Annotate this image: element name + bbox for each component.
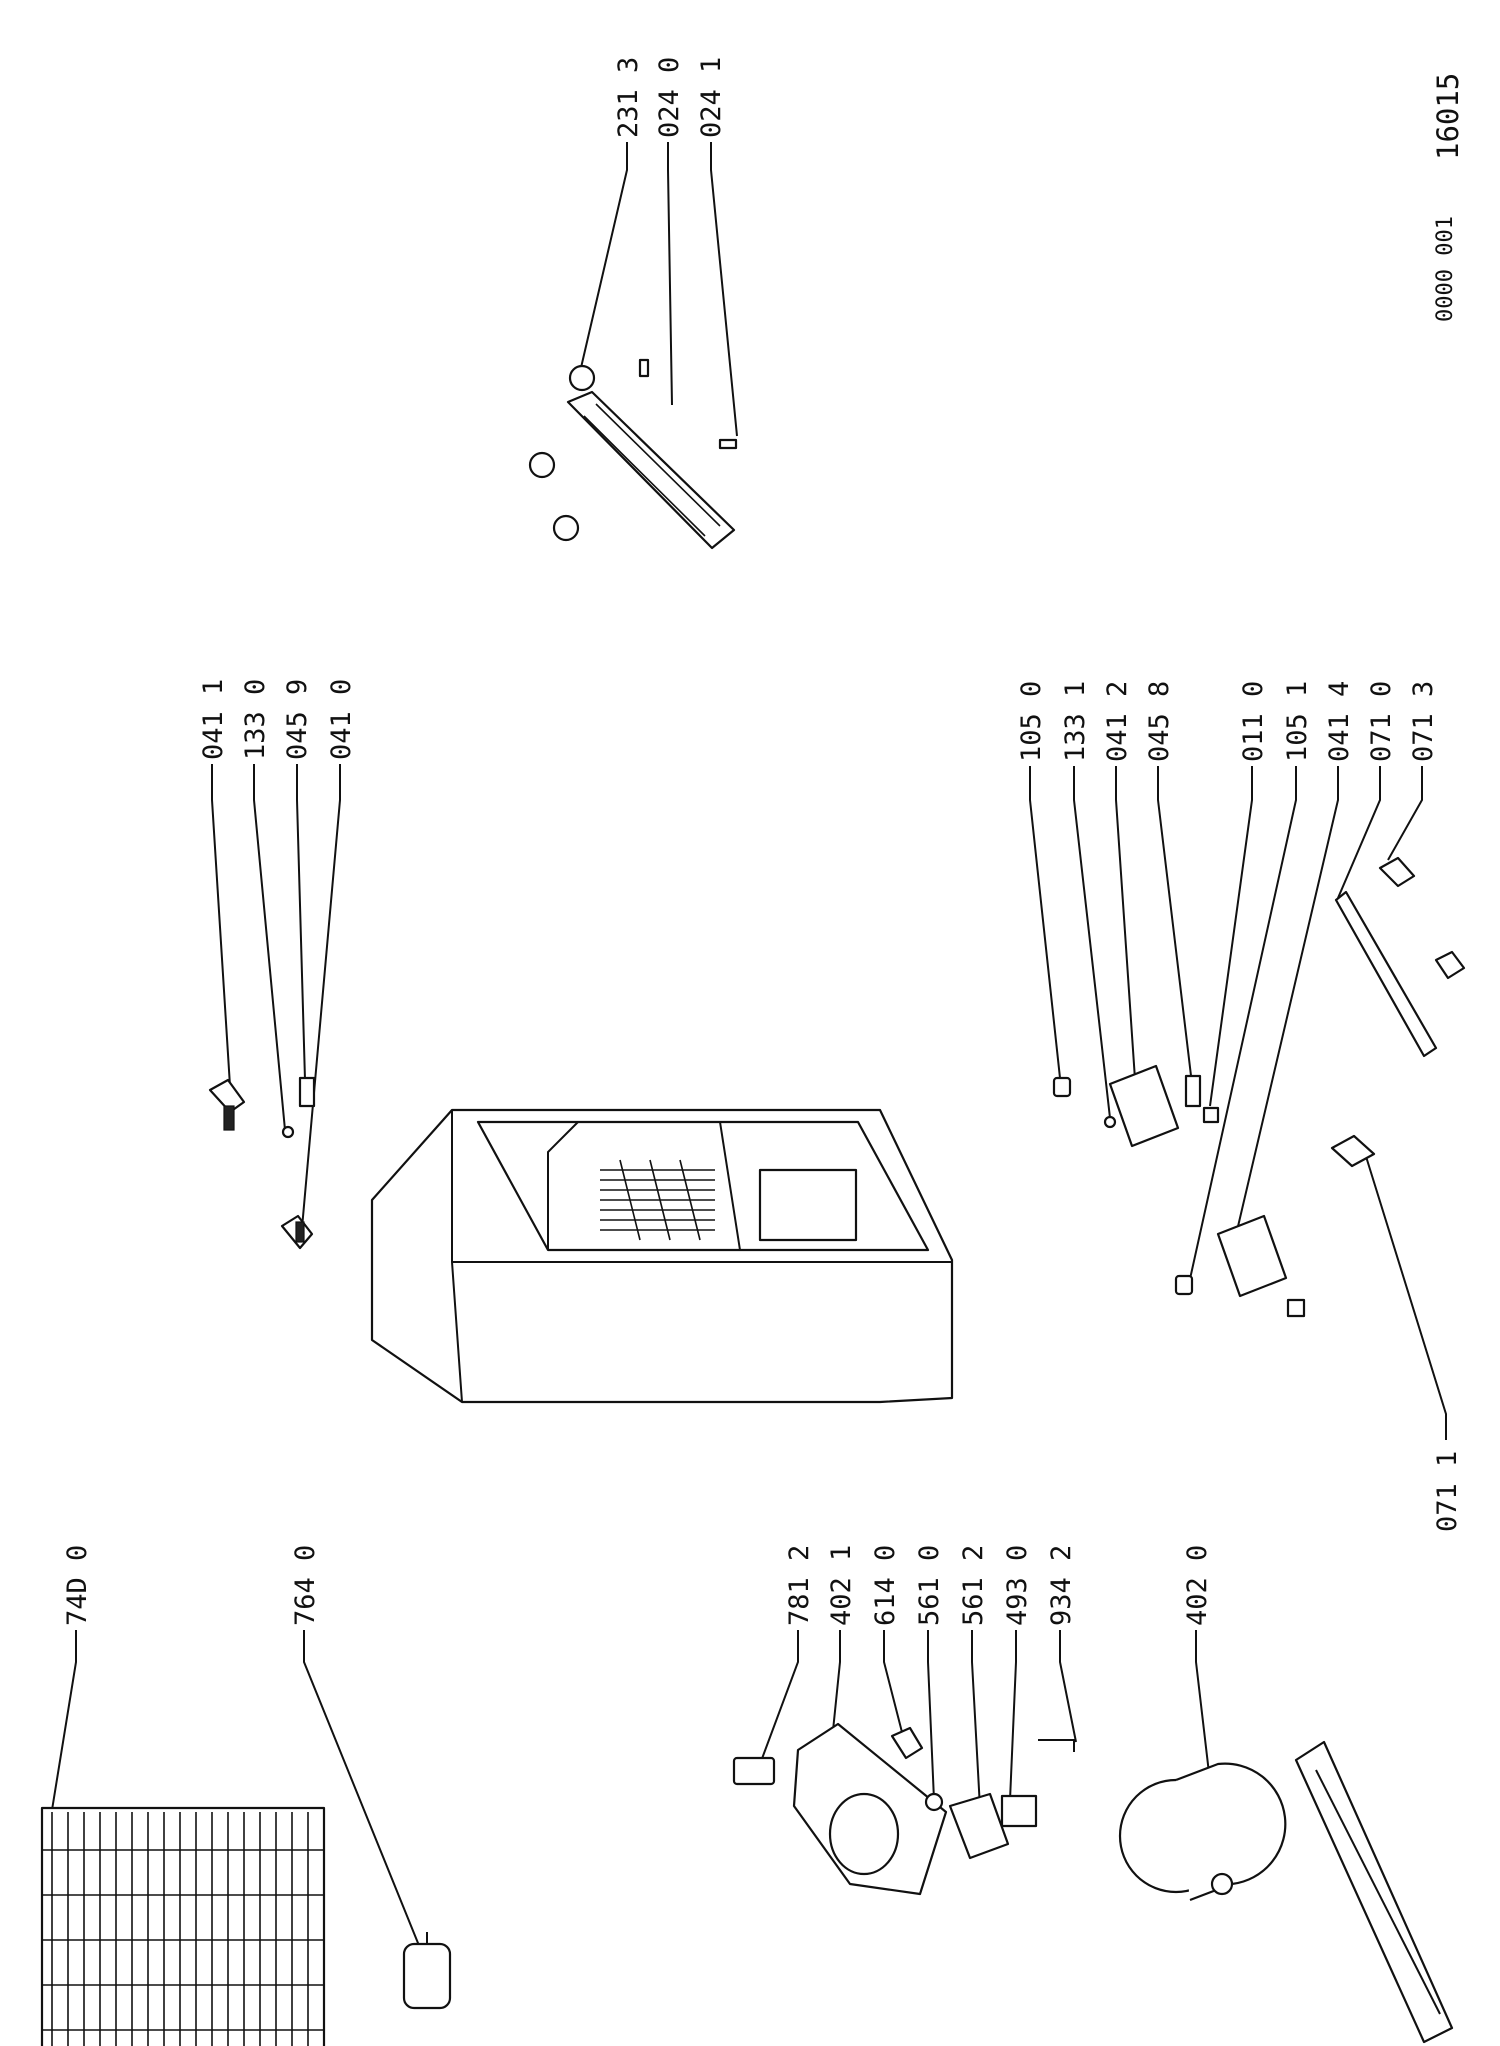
leader-561-2 <box>971 1630 981 1809</box>
door-shelf-rack <box>528 358 738 550</box>
leader-071-0 <box>1337 766 1381 899</box>
part-labels: 231 3 024 0 024 1 041 1 133 0 045 9 041 … <box>62 57 1463 1626</box>
part-label-041-0: 041 0 <box>326 679 357 760</box>
part-label-614-0: 614 0 <box>870 1545 901 1626</box>
part-label-133-1: 133 1 <box>1060 681 1091 762</box>
part-label-024-0: 024 0 <box>654 57 685 138</box>
leader-934-2 <box>1059 1630 1077 1743</box>
part-label-231-3: 231 3 <box>613 57 644 138</box>
document-code-small: 0000 001 <box>1433 216 1458 322</box>
document-code-block: 0000 001 16015 <box>1431 73 1465 322</box>
part-label-493-0: 493 0 <box>1002 1545 1033 1626</box>
refrigerator-cabinet <box>370 1108 954 1404</box>
leader-231-3 <box>579 142 628 373</box>
leader-561-0 <box>927 1630 935 1801</box>
leader-764-0 <box>303 1630 421 1949</box>
part-label-402-1: 402 1 <box>826 1545 857 1626</box>
leader-614-0 <box>883 1630 905 1741</box>
leader-041-0 <box>301 764 341 1229</box>
leader-740-0 <box>51 1630 77 1811</box>
part-label-041-1: 041 1 <box>198 679 229 760</box>
leader-045-9 <box>296 764 306 1081</box>
part-label-011-0: 011 0 <box>1238 681 1269 762</box>
leader-781-2 <box>759 1630 799 1765</box>
leader-041-4 <box>1231 766 1339 1253</box>
part-label-071-1: 071 1 <box>1432 1451 1463 1532</box>
leader-041-1 <box>211 764 231 1087</box>
compressor <box>1118 1762 1287 1902</box>
part-label-041-4: 041 4 <box>1324 681 1355 762</box>
leader-071-3 <box>1387 766 1423 861</box>
leader-493-0 <box>1009 1630 1017 1801</box>
drier-cylinder <box>402 1932 452 2010</box>
leader-lines <box>51 142 1447 1949</box>
leader-024-0 <box>667 142 673 406</box>
lower-hinge-parts <box>1052 856 1466 1318</box>
leader-011-0 <box>1209 766 1253 1107</box>
part-label-402-0: 402 0 <box>1182 1545 1213 1626</box>
part-label-041-2: 041 2 <box>1102 681 1133 762</box>
leader-041-2 <box>1115 766 1137 1095</box>
leader-024-1 <box>710 142 738 437</box>
document-code-large: 16015 <box>1431 73 1465 160</box>
leader-133-1 <box>1073 766 1111 1119</box>
leader-105-1 <box>1187 766 1297 1289</box>
part-label-740-0: 74D 0 <box>62 1545 93 1626</box>
leader-105-0 <box>1029 766 1061 1079</box>
part-label-561-2: 561 2 <box>958 1545 989 1626</box>
leader-045-8 <box>1157 766 1193 1085</box>
part-label-781-2: 781 2 <box>784 1545 815 1626</box>
base-tray <box>1294 1740 1454 2044</box>
part-label-071-3: 071 3 <box>1408 681 1439 762</box>
part-label-045-8: 045 8 <box>1144 681 1175 762</box>
part-label-071-0: 071 0 <box>1366 681 1397 762</box>
part-label-133-0: 133 0 <box>240 679 271 760</box>
leader-071-1 <box>1363 1149 1447 1440</box>
part-label-934-2: 934 2 <box>1046 1545 1077 1626</box>
leader-133-0 <box>253 764 286 1131</box>
part-label-105-1: 105 1 <box>1282 681 1313 762</box>
condenser-grid <box>40 1806 326 2046</box>
part-label-561-0: 561 0 <box>914 1545 945 1626</box>
evaporator-tray <box>732 1722 1075 1896</box>
part-label-024-1: 024 1 <box>696 57 727 138</box>
top-hinge-parts <box>208 1076 316 1250</box>
part-label-764-0: 764 0 <box>290 1545 321 1626</box>
part-label-105-0: 105 0 <box>1016 681 1047 762</box>
part-label-045-9: 045 9 <box>282 679 313 760</box>
